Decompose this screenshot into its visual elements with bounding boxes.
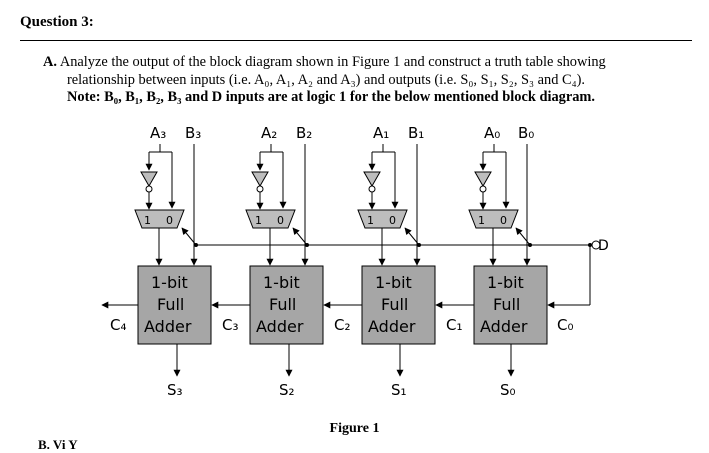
adder-label-2: Full bbox=[157, 295, 184, 314]
mux-1-label: 1 bbox=[367, 214, 374, 227]
carry-c1: C₁ bbox=[446, 316, 463, 334]
stage-3: A₃ B₃ 1 0 1-bit Full Adder S₃ bbox=[134, 124, 212, 399]
adder-label-2: Full bbox=[269, 295, 296, 314]
adder-label-3: Adder bbox=[256, 317, 304, 336]
d-control-line: D bbox=[181, 227, 609, 309]
carry-c0: C₀ bbox=[557, 316, 574, 334]
mux-0-label: 0 bbox=[277, 214, 284, 227]
adder-label-1: 1-bit bbox=[151, 273, 188, 292]
carry-c2: C₂ bbox=[334, 316, 351, 334]
input-b3: B₃ bbox=[185, 124, 201, 142]
input-a3: A₃ bbox=[150, 124, 166, 142]
mux bbox=[245, 209, 296, 229]
input-a2: A₂ bbox=[261, 124, 277, 142]
question-line-1: Analyze the output of the block diagram … bbox=[59, 54, 606, 70]
adder-label-1: 1-bit bbox=[375, 273, 412, 292]
output-s2: S₂ bbox=[279, 381, 295, 399]
input-b2: B₂ bbox=[296, 124, 312, 142]
mux bbox=[468, 209, 519, 229]
mux-0-label: 0 bbox=[500, 214, 507, 227]
mux-1-label: 1 bbox=[255, 214, 262, 227]
stage-0: A₀ B₀ 1 0 1-bit Full Adder S₀ bbox=[468, 124, 548, 399]
carry-chain: C₄ C₃ C₂ C₁ C₀ bbox=[101, 301, 574, 334]
carry-c3: C₃ bbox=[222, 316, 239, 334]
mux-1-label: 1 bbox=[144, 214, 151, 227]
part-label: A. bbox=[43, 54, 57, 70]
question-text: A. Analyze the output of the block diagr… bbox=[43, 54, 703, 107]
mux-0-label: 0 bbox=[389, 214, 396, 227]
mux bbox=[134, 209, 185, 229]
mux-0-label: 0 bbox=[166, 214, 173, 227]
question-line-2: relationship between inputs (i.e. A₀, A₁… bbox=[67, 71, 586, 88]
figure-caption: Figure 1 bbox=[329, 421, 380, 436]
divider bbox=[20, 40, 692, 41]
input-b0: B₀ bbox=[518, 124, 534, 142]
adder-label-2: Full bbox=[493, 295, 520, 314]
input-a0: A₀ bbox=[484, 124, 500, 142]
adder-label-1: 1-bit bbox=[263, 273, 300, 292]
output-s1: S₁ bbox=[391, 381, 407, 399]
full-adder bbox=[249, 265, 324, 345]
adder-label-3: Adder bbox=[480, 317, 528, 336]
block-diagram: A₃ B₃ 1 0 1-bit Full Adder S₃ A₂ B₂ 1 0 bbox=[101, 124, 609, 399]
question-note: Note: B₀, B₁, B₂, B₃ and D inputs are at… bbox=[67, 89, 596, 105]
output-s0: S₀ bbox=[500, 381, 516, 399]
next-part-clipped: B. Vi Y bbox=[38, 437, 78, 452]
not-gate-icon bbox=[251, 171, 269, 188]
not-gate-icon bbox=[363, 171, 381, 188]
stage-1: A₁ B₁ 1 0 1-bit Full Adder S₁ bbox=[357, 124, 436, 399]
d-label: D bbox=[598, 238, 609, 254]
input-b1: B₁ bbox=[408, 124, 424, 142]
adder-label-3: Adder bbox=[144, 317, 192, 336]
output-s3: S₃ bbox=[167, 381, 183, 399]
mux-1-label: 1 bbox=[478, 214, 485, 227]
mux bbox=[357, 209, 408, 229]
adder-label-1: 1-bit bbox=[487, 273, 524, 292]
full-adder bbox=[361, 265, 436, 345]
full-adder bbox=[473, 265, 548, 345]
adder-label-2: Full bbox=[381, 295, 408, 314]
not-gate-icon bbox=[140, 171, 158, 188]
carry-c4: C₄ bbox=[110, 316, 127, 334]
question-title: Question 3: bbox=[20, 14, 94, 30]
input-a1: A₁ bbox=[373, 124, 389, 142]
stage-2: A₂ B₂ 1 0 1-bit Full Adder S₂ bbox=[245, 124, 324, 399]
d-terminal-icon bbox=[591, 240, 601, 250]
adder-label-3: Adder bbox=[368, 317, 416, 336]
not-gate-icon bbox=[474, 171, 492, 188]
full-adder bbox=[137, 265, 212, 345]
